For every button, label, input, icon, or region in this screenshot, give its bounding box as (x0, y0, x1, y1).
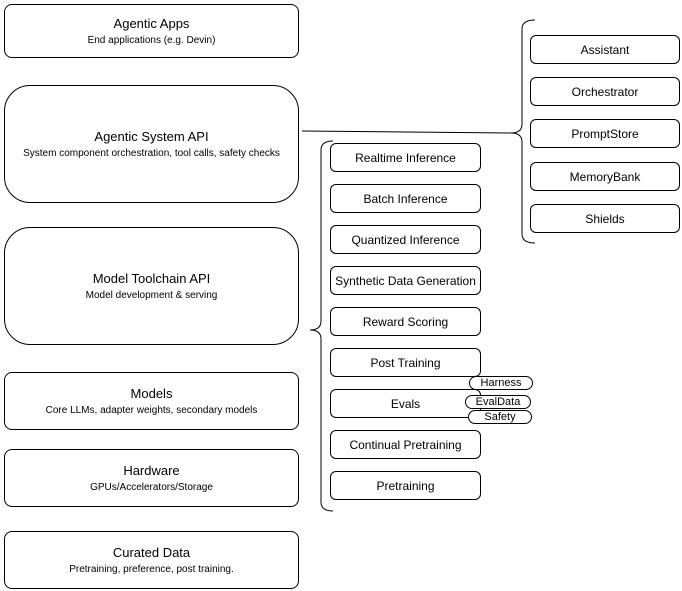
toolchain-item-pretraining: Pretraining (330, 471, 481, 500)
models-box: Models Core LLMs, adapter weights, secon… (4, 372, 299, 430)
models-subtitle: Core LLMs, adapter weights, secondary mo… (45, 404, 258, 416)
evals-tag-evaldata: EvalData (465, 395, 531, 409)
evals-tag-safety: Safety (468, 410, 532, 424)
hardware-title: Hardware (123, 462, 180, 478)
agentic-system-api-title: Agentic System API (94, 128, 209, 144)
toolchain-item-post-training: Post Training (330, 348, 481, 377)
agentic-apps-subtitle: End applications (e.g. Devin) (87, 34, 216, 46)
agentic-system-api-box: Agentic System API System component orch… (4, 85, 299, 203)
evals-tag-harness: Harness (469, 376, 533, 390)
toolchain-item-realtime-inference: Realtime Inference (330, 143, 481, 172)
curated-data-box: Curated Data Pretraining, preference, po… (4, 531, 299, 589)
toolchain-bracket (309, 140, 334, 512)
agentic-apps-title: Agentic Apps (113, 15, 190, 31)
model-toolchain-api-title: Model Toolchain API (92, 270, 211, 286)
toolchain-item-batch-inference: Batch Inference (330, 184, 481, 213)
model-toolchain-api-box: Model Toolchain API Model development & … (4, 227, 299, 345)
component-promptstore: PromptStore (530, 119, 680, 148)
model-toolchain-api-subtitle: Model development & serving (85, 289, 218, 301)
hardware-box: Hardware GPUs/Accelerators/Storage (4, 449, 299, 507)
toolchain-item-synthetic-data-generation: Synthetic Data Generation (330, 266, 481, 295)
component-shields: Shields (530, 204, 680, 233)
toolchain-item-quantized-inference: Quantized Inference (330, 225, 481, 254)
component-orchestrator: Orchestrator (530, 77, 680, 106)
toolchain-item-evals: Evals (330, 389, 481, 418)
component-memorybank: MemoryBank (530, 162, 680, 191)
models-title: Models (130, 385, 173, 401)
component-assistant: Assistant (530, 35, 680, 64)
system-components-bracket (510, 19, 536, 244)
api-to-components-connector (301, 130, 512, 134)
toolchain-item-reward-scoring: Reward Scoring (330, 307, 481, 336)
toolchain-item-continual-pretraining: Continual Pretraining (330, 430, 481, 459)
hardware-subtitle: GPUs/Accelerators/Storage (90, 481, 213, 493)
agentic-apps-box: Agentic Apps End applications (e.g. Devi… (4, 4, 299, 58)
curated-data-title: Curated Data (112, 544, 191, 560)
agentic-system-api-subtitle: System component orchestration, tool cal… (23, 147, 280, 159)
curated-data-subtitle: Pretraining, preference, post training. (69, 563, 234, 575)
